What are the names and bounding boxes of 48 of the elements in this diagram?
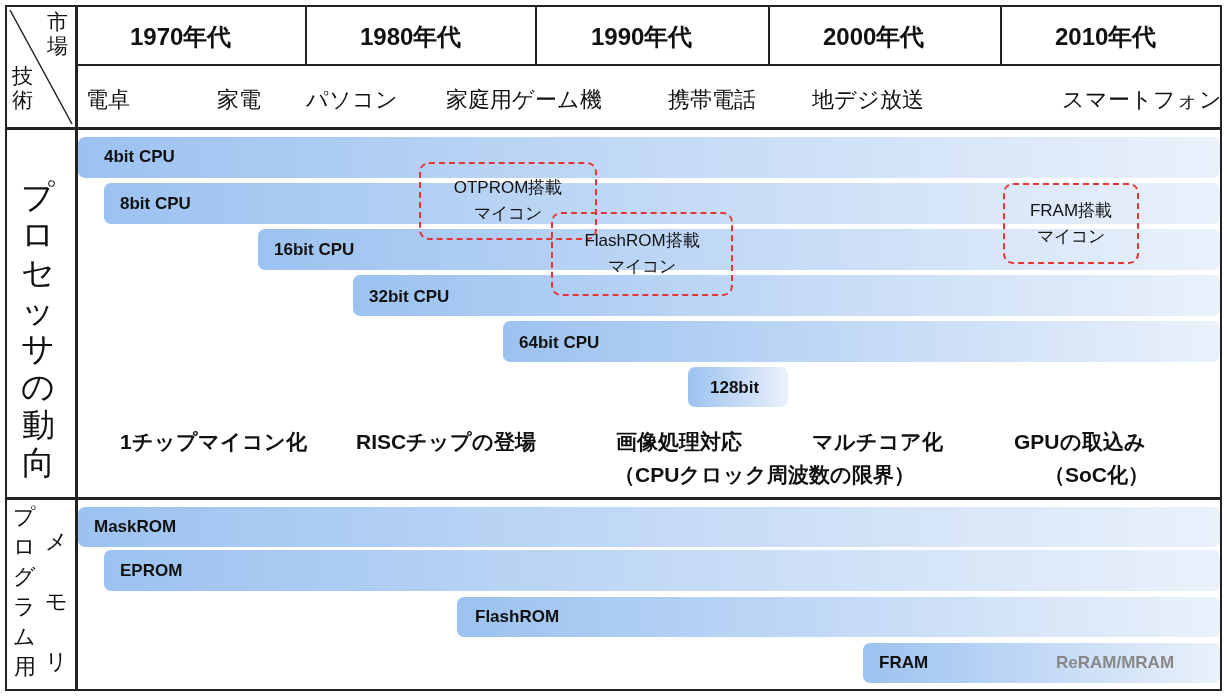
bar-text: EPROM: [120, 561, 183, 581]
timeline-bar: [863, 643, 1220, 683]
axis-header: 市場: [46, 10, 69, 58]
bar-subtext: ReRAM/MRAM: [1056, 653, 1175, 673]
callout-text: FRAM搭載マイコン: [1028, 199, 1114, 248]
section-header: プロセッサの動向: [21, 178, 56, 482]
trend-label: マルチコア化: [812, 429, 943, 455]
callout-text: OTPROM搭載マイコン: [452, 177, 564, 225]
bar-text: FRAM: [879, 653, 929, 673]
timeline-bar: [78, 507, 1220, 547]
trend-label: RISCチップの登場: [356, 429, 537, 455]
trend-label: （CPUクロック周波数の限界）: [614, 462, 916, 488]
market-label: 家電: [217, 86, 261, 114]
timeline-bar: [457, 597, 1220, 637]
timeline-bar: [104, 550, 1220, 591]
market-label: 地デジ放送: [812, 86, 924, 114]
market-label: 携帯電話: [668, 86, 756, 114]
market-label: スマートフォン: [1062, 86, 1222, 114]
callout-text: FlashROM搭載マイコン: [583, 230, 701, 278]
timeline-bar: [503, 321, 1220, 362]
trend-label: GPUの取込み: [1014, 429, 1146, 455]
decade-header: 2010年代: [1055, 22, 1157, 52]
bar-text: MaskROM: [94, 517, 177, 537]
bar-text: 64bit CPU: [519, 333, 600, 353]
timeline-bar: [688, 367, 788, 407]
bar-text: FlashROM: [475, 607, 560, 627]
section-header: メモリ: [45, 528, 69, 676]
market-label: 家庭用ゲーム機: [446, 86, 602, 114]
decade-header: 1990年代: [591, 22, 693, 52]
axis-header: 技術: [11, 64, 34, 112]
bar-text: 8bit CPU: [120, 194, 191, 214]
decade-header: 1980年代: [360, 22, 462, 52]
decade-header: 2000年代: [823, 22, 925, 52]
market-label: パソコン: [306, 86, 398, 114]
decade-header: 1970年代: [130, 22, 232, 52]
dashed-callout-box: [1003, 183, 1139, 264]
trend-label: （SoC化）: [1044, 462, 1149, 488]
dashed-callout-box: [551, 212, 733, 296]
bar-text: 128bit: [710, 378, 760, 398]
bar-text: 32bit CPU: [369, 287, 450, 307]
section-header: プログラム用: [13, 503, 37, 681]
trend-label: 画像処理対応: [616, 429, 742, 455]
bar-text: 16bit CPU: [274, 240, 355, 260]
timeline-bar: [78, 137, 1220, 178]
market-label: 電卓: [86, 86, 130, 114]
trend-label: 1チップマイコン化: [120, 429, 307, 455]
timeline-bar: [353, 275, 1220, 316]
bar-text: 4bit CPU: [104, 147, 175, 167]
